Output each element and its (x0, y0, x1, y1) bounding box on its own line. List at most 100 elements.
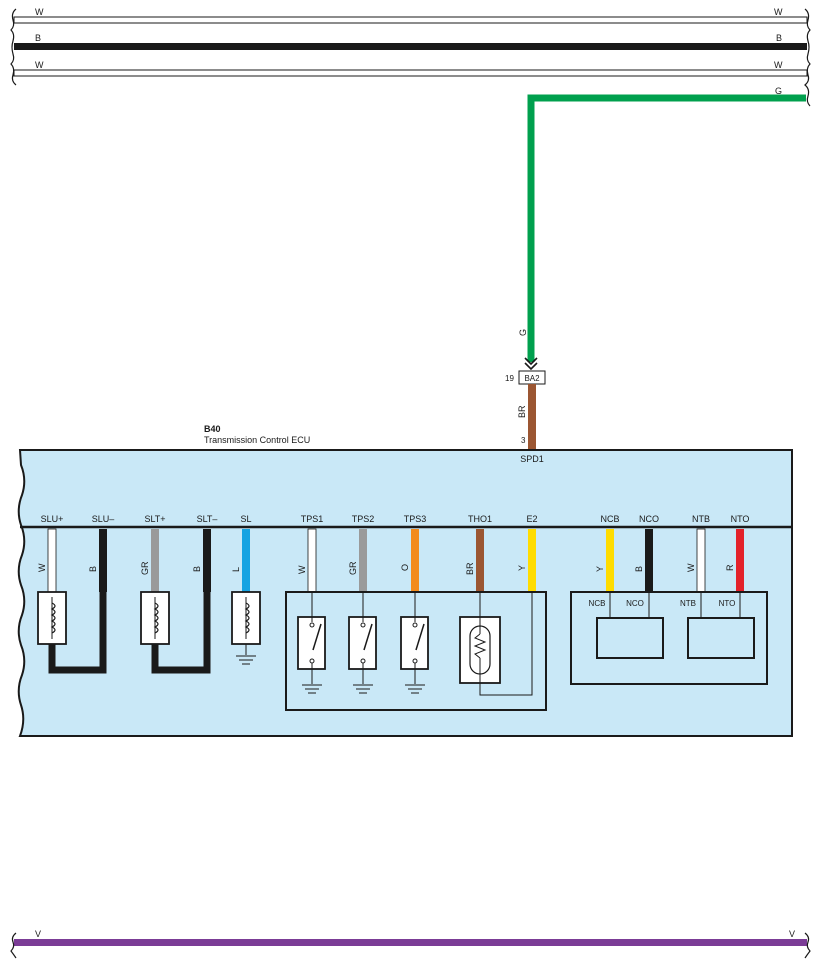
bottom-wire-left-code: V (35, 929, 41, 939)
connector-name: BA2 (524, 374, 540, 383)
left-brace (10, 8, 17, 86)
terminal-label-e2: E2 (526, 514, 537, 524)
wire-code-nco: B (634, 566, 644, 572)
wire-nto (736, 529, 744, 592)
terminal-spd1: SPD1 (520, 454, 544, 464)
throttle-sensor-box (285, 591, 547, 711)
terminal-label-slu-minus: SLU– (92, 514, 115, 524)
top-wire-2 (14, 43, 807, 50)
switch-icon (363, 623, 373, 651)
wire-nco (645, 529, 653, 592)
wire-slt-plus (151, 529, 159, 592)
ground-icon (236, 655, 256, 665)
bottom-left-brace (10, 932, 17, 959)
wire-code-e2: Y (517, 565, 527, 571)
ecu-name: Transmission Control ECU (204, 435, 310, 445)
spd-wire-pin: 3 (521, 436, 526, 445)
terminal-label-slt-plus: SLT+ (144, 514, 165, 524)
speed-sensor-frame (570, 591, 768, 685)
nc-sensor (596, 617, 664, 659)
wire-code-ncb: Y (595, 566, 605, 572)
e2-return-path (479, 592, 533, 696)
wire-tho1 (476, 529, 484, 592)
solenoid-sl (231, 591, 261, 665)
wire-code-slu-minus: B (88, 566, 98, 572)
connector-ba2: BA2 19 (505, 370, 546, 385)
throttle-sensor-frame (285, 591, 547, 711)
wire-code-tps3: O (400, 564, 410, 571)
connector-arrow-icon (524, 357, 538, 371)
slu-return-path (48, 592, 107, 674)
solenoid-slt (140, 591, 211, 674)
wire-slt-minus (203, 529, 211, 592)
top-wire-1 (13, 16, 808, 24)
wire-code-nto: R (725, 564, 735, 571)
wire-ntb (696, 528, 706, 593)
wire-code-slu-plus: W (37, 563, 47, 572)
wire-tps3 (411, 529, 419, 592)
slt-return-path (151, 592, 211, 674)
coil-icon (153, 602, 159, 634)
wire-tps2 (359, 529, 367, 592)
terminal-label-sl: SL (240, 514, 251, 524)
top-wire-3 (13, 69, 808, 77)
ground-icon (405, 684, 425, 694)
terminal-label-tps3: TPS3 (404, 514, 427, 524)
terminal-label-slu-plus: SLU+ (41, 514, 64, 524)
coil-icon (244, 602, 250, 634)
wire-code-ntb: W (686, 563, 696, 572)
terminal-label-ncb: NCB (600, 514, 619, 524)
top-wire-1-left-code: W (35, 7, 44, 17)
wire-code-tho1: BR (465, 562, 475, 575)
top-wire-2-left-code: B (35, 33, 41, 43)
wire-code-tps1: W (297, 565, 307, 574)
coil-icon (50, 602, 56, 634)
bottom-right-brace (804, 932, 811, 959)
terminal-label-nto: NTO (731, 514, 750, 524)
switch-icon (312, 623, 322, 651)
connector-pin: 19 (505, 374, 514, 383)
sensor-label-ncb: NCB (589, 599, 606, 608)
solenoid-slu (37, 591, 107, 674)
terminals: SLU+ W SLU– B SLT+ GR SLT– B SL L TPS1 W… (37, 514, 750, 593)
green-wire-code-vertical: G (518, 329, 528, 336)
bottom-wire (14, 939, 807, 946)
ground-icon (353, 684, 373, 694)
sensor-label-ntb: NTB (680, 599, 696, 608)
top-wire-2-right-code: B (776, 33, 782, 43)
wire-code-slt-plus: GR (140, 561, 150, 575)
bottom-bus-wire: V V (10, 929, 811, 959)
sensor-label-nto: NTO (719, 599, 736, 608)
spd-wire-segment (528, 384, 536, 450)
top-bus-wires: W W B B W W (10, 7, 811, 107)
sensor-label-nco: NCO (626, 599, 644, 608)
speed-sensor-box: NCB NCO NTB NTO (570, 591, 768, 685)
wire-code-sl: L (231, 567, 241, 572)
spd-wire-code: BR (517, 405, 527, 418)
wire-tps1 (307, 528, 317, 593)
terminal-label-nco: NCO (639, 514, 659, 524)
green-wire: G G (518, 86, 806, 371)
green-wire-path (527, 94, 806, 362)
bottom-wire-right-code: V (789, 929, 795, 939)
wire-slu-minus (99, 529, 107, 592)
top-wire-1-right-code: W (774, 7, 783, 17)
wire-slu-plus (47, 528, 57, 593)
terminal-label-tps1: TPS1 (301, 514, 324, 524)
top-wire-3-left-code: W (35, 60, 44, 70)
right-brace (804, 8, 811, 107)
ground-icon (302, 684, 322, 694)
wire-code-tps2: GR (348, 561, 358, 575)
terminal-label-tps2: TPS2 (352, 514, 375, 524)
ecu-code: B40 (204, 424, 221, 434)
wire-ncb (606, 529, 614, 592)
wire-e2 (528, 529, 536, 592)
switch-icon (415, 623, 425, 651)
top-wire-3-right-code: W (774, 60, 783, 70)
terminal-label-ntb: NTB (692, 514, 710, 524)
terminal-label-slt-minus: SLT– (197, 514, 218, 524)
green-wire-code-right: G (775, 86, 782, 96)
wire-sl (242, 529, 250, 592)
spd-wire: BR 3 (517, 384, 536, 450)
